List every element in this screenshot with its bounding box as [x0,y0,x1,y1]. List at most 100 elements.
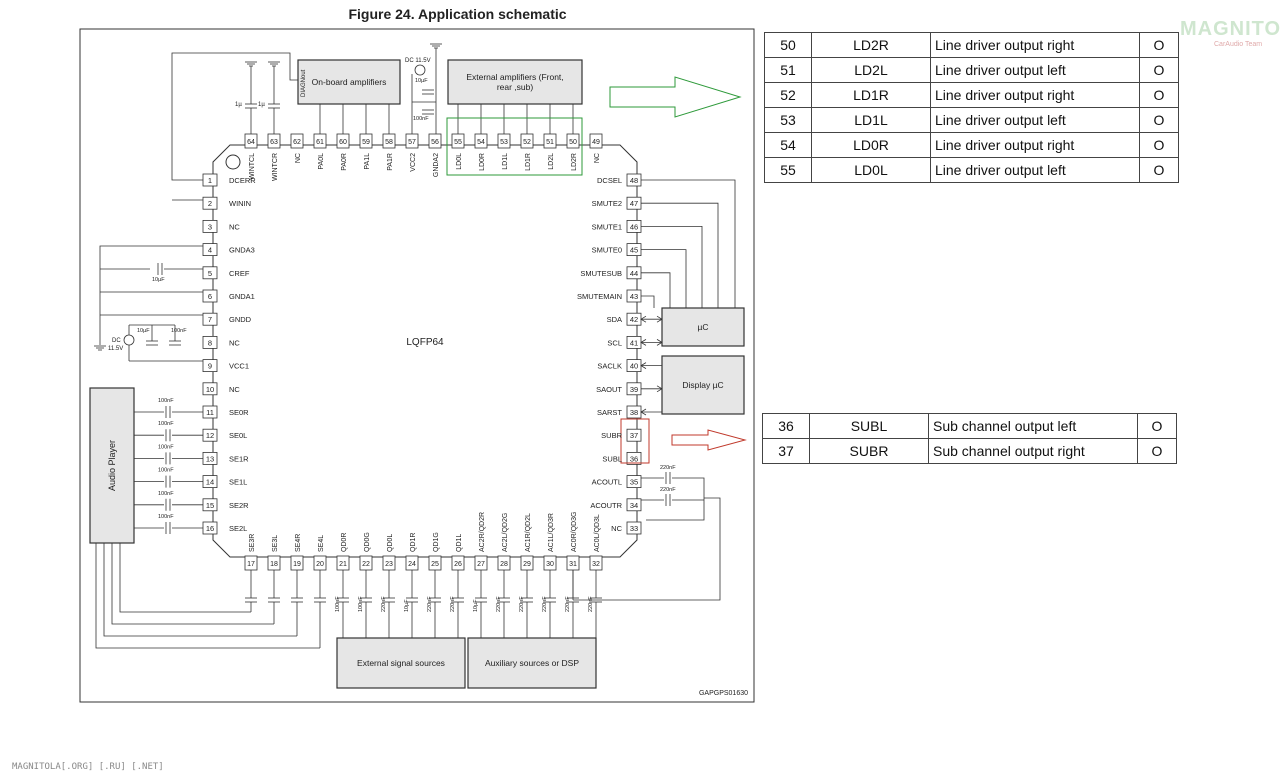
cell-name: LD0R [811,132,931,158]
pin-label-smute0: SMUTE0 [592,246,622,255]
cell-num: 53 [764,107,812,133]
arrow-head [640,315,647,323]
pin-number-64: 64 [247,139,255,146]
external-amplifiers-box [447,59,583,105]
pin-label-wintcr: WINTCR [272,153,279,181]
diagnout-label: DIAGNout [301,69,307,97]
red-arrow [671,429,747,451]
pin-box-6 [202,289,218,303]
cap-label-se-13: 100nF [158,468,174,474]
pin-label-ld1l: LD1L [502,153,509,170]
cap-label-bottom-7: 10µF [473,599,479,612]
pin-label-nc: NC [295,153,302,163]
se-bottom-wire [111,543,274,625]
cell-type: O [1139,57,1179,83]
pin-label-dcerr: DCERR [229,176,256,185]
pin-label-nc: NC [594,153,601,163]
pin-number-57: 57 [408,139,416,146]
dc-left-v-label: 11.5V [108,346,123,352]
pin-label-ld0r: LD0R [479,153,486,171]
pin-number-33: 33 [630,524,638,533]
dc-source-top [414,64,426,76]
cell-desc: Line driver output right [930,32,1140,58]
pin-number-26: 26 [454,561,462,568]
cap-label-10u: 10µF [415,78,428,84]
cell-num: 54 [764,132,812,158]
pin-number-54: 54 [477,139,485,146]
pin-number-41: 41 [630,338,638,347]
pin-label-scl: SCL [607,338,622,347]
se-bottom-wire [103,543,297,637]
cap-label-se-10: 100nF [158,398,174,404]
figure-code: GAPGPS01630 [699,690,748,697]
pin-number-39: 39 [630,385,638,394]
pin-label-ac2r-qd2r: AC2R/QD2R [479,512,486,552]
chip-label: LQFP64 [406,337,444,348]
pin-label-cref: CREF [229,269,250,278]
pin-label-se0r: SE0R [229,408,249,417]
cap-label-bottom-8: 220nF [496,596,502,612]
pin-label-saclk: SACLK [597,362,622,371]
pin-number-7: 7 [208,315,212,324]
cap-label-bottom-4: 10µF [404,599,410,612]
pin-number-5: 5 [208,269,212,278]
pin-number-37: 37 [630,431,638,440]
pin-number-59: 59 [362,139,370,146]
pin-label-smutemain: SMUTEMAIN [577,292,622,301]
arrow-head [640,408,647,416]
pin-label-pa0r: PA0R [341,153,348,171]
auxiliary-sources-box-label: Auxiliary sources or DSP [485,658,579,668]
pin-number-6: 6 [208,292,212,301]
pin-number-44: 44 [630,269,638,278]
cell-num: 36 [762,413,810,439]
cap-label-vcc1-10u: 10µF [137,328,150,334]
pin-number-4: 4 [208,246,212,255]
pin-label-pa1r: PA1R [387,153,394,171]
cell-type: O [1139,132,1179,158]
pin-number-55: 55 [454,139,462,146]
pin-label-subr: SUBR [601,431,622,440]
pin-number-53: 53 [500,139,508,146]
cap-label-bottom-10: 220nF [542,596,548,612]
ld-pins-highlight [446,117,583,176]
cell-num: 50 [764,32,812,58]
pin-label-ac1r-qd2l: AC1R/QD2L [525,513,532,552]
pin-number-24: 24 [408,561,416,568]
cap-label-acoutr: 220nF [660,487,676,493]
diagnout-wire [171,52,298,181]
pin-number-23: 23 [385,561,393,568]
magnitola-logo: MAGNITOLA [1180,18,1280,40]
pin-number-42: 42 [630,315,638,324]
on-board-amplifiers-box-label: On-board amplifiers [312,77,387,87]
pin-number-49: 49 [592,139,600,146]
pin-box-9 [202,359,218,373]
pin-label-gndd: GNDD [229,315,252,324]
gnda3-wire [99,245,203,340]
pin-label-qd1g: QD1G [433,532,440,552]
external-amplifiers-box-label-1: rear ,sub) [497,82,534,92]
pin-label-se1r: SE1R [229,454,249,463]
cell-num: 52 [764,82,812,108]
pin-number-16: 16 [206,524,214,533]
pin-number-19: 19 [293,561,301,568]
pin-number-56: 56 [431,139,439,146]
pin-label-se4l: SE4L [318,535,325,552]
auxiliary-sources-box [467,637,597,689]
cell-name: LD0L [811,157,931,183]
pin-number-47: 47 [630,199,638,208]
control-wire [641,272,671,308]
pin-label-nc: NC [229,338,240,347]
pin-box-5 [202,266,218,280]
pin-label-ld2l: LD2L [548,153,555,170]
pin-label-wintcl: WINTCL [249,153,256,180]
cap-label-se-14: 100nF [158,491,174,497]
pin-label-saout: SAOUT [596,385,622,394]
pin-label-qd0l: QD0L [387,534,394,552]
pin-number-30: 30 [546,561,554,568]
pin-number-38: 38 [630,408,638,417]
pin-label-winin: WININ [229,199,251,208]
